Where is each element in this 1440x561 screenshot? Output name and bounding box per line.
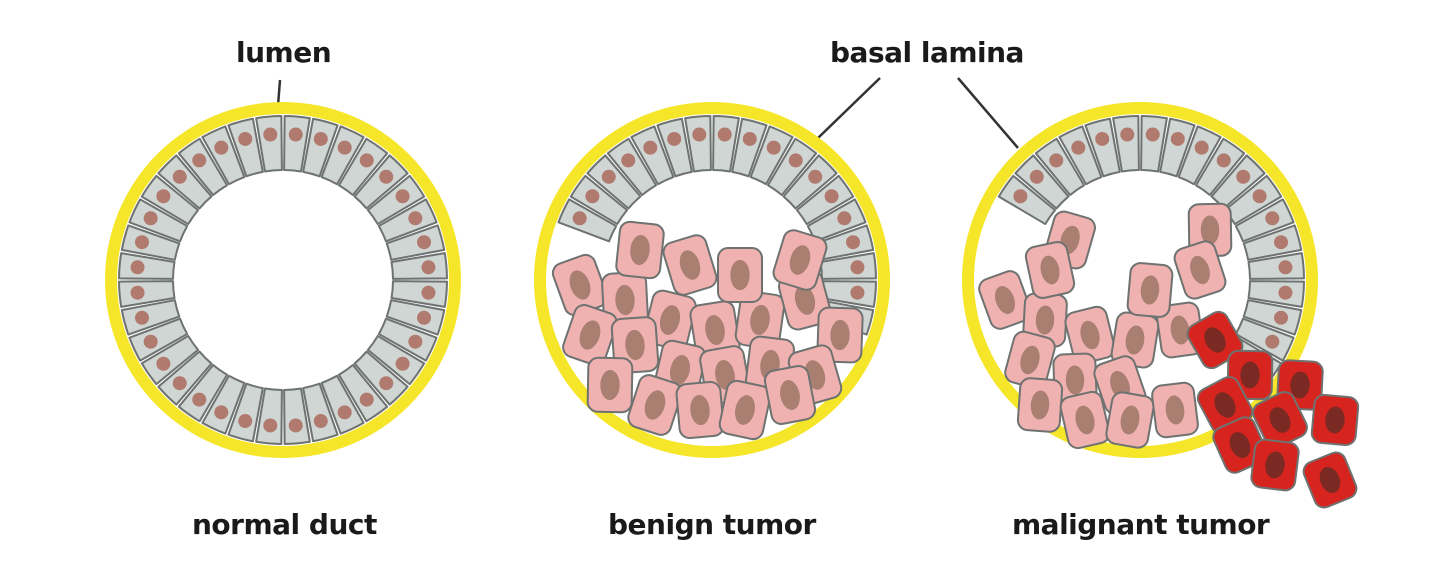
malignant-invading-cells xyxy=(1186,310,1360,509)
benign-tumor-duct xyxy=(534,102,890,458)
basal-lamina-pointer-1 xyxy=(817,77,881,139)
label-lumen: lumen xyxy=(236,36,332,69)
label-malignant-tumor: malignant tumor xyxy=(1012,508,1270,541)
basal-lamina-pointer-2 xyxy=(957,77,1019,149)
label-basal-lamina: basal lamina xyxy=(830,36,1024,69)
label-benign-tumor: benign tumor xyxy=(608,508,816,541)
label-normal-duct: normal duct xyxy=(192,508,377,541)
normal-duct xyxy=(105,102,461,458)
